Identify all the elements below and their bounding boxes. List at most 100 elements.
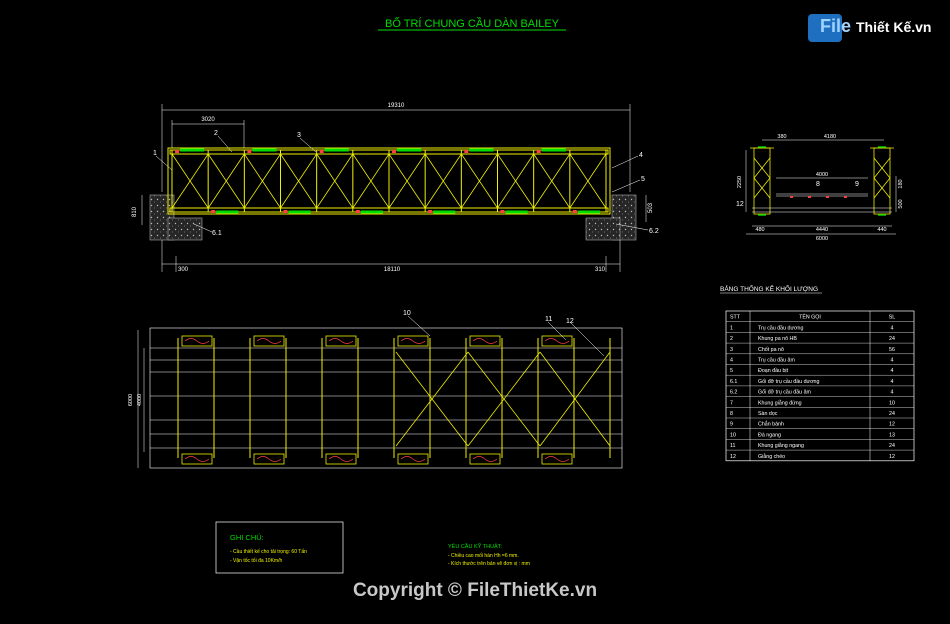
table-cell: Khung giằng đứng: [758, 399, 802, 406]
table-cell: 9: [730, 422, 733, 428]
table-cell: Chốt pa nô: [758, 347, 784, 353]
truss-diagonal: [171, 153, 191, 209]
table-cell: 1: [730, 325, 733, 331]
notes-item-2: - Vận tốc tối đa 10Km/h: [230, 558, 282, 564]
truss-diagonal: [298, 153, 317, 209]
requirements-title: YÊU CẦU KỸ THUẬT:: [448, 542, 502, 550]
section-dim-bottom-3: 440: [877, 227, 886, 233]
section-ends: [758, 146, 886, 216]
table-cell: 4: [891, 390, 894, 396]
table-header-cell: TÊN GỌI: [799, 313, 821, 321]
callout-3: 3: [297, 132, 301, 139]
callout-6-2: 6.2: [649, 228, 659, 235]
truss-posts: [171, 150, 607, 212]
plan-bracing: [395, 351, 611, 447]
table-cell: 12: [889, 454, 895, 460]
callout-5: 5: [641, 176, 645, 183]
chord-pin: [500, 210, 505, 213]
callout-2: 2: [214, 130, 218, 137]
panel-chord-highlights: [180, 148, 600, 214]
plan-cross-beams: [177, 338, 611, 458]
truss-diagonal: [551, 153, 571, 209]
table-cell: 7: [730, 400, 733, 406]
chord-pin: [211, 210, 216, 213]
table-cell: 4: [891, 368, 894, 374]
plan-truss-panel: [253, 335, 285, 347]
notes-title: GHI CHÚ:: [230, 533, 264, 542]
table-header-cell: STT: [730, 315, 741, 321]
plan-dim-width: 6000: [128, 394, 134, 406]
chord-pin: [247, 150, 252, 153]
copyright-watermark: Copyright © FileThietKe.vn: [352, 580, 598, 601]
logo-brand: File: [820, 16, 852, 36]
plan-panel-mark: [472, 456, 498, 462]
notes-item-1: - Cầu thiết kế cho tải trọng: 60 Tấn: [230, 549, 307, 555]
dim-right-end: 310: [595, 267, 606, 273]
plan-longitudinals: [150, 347, 622, 449]
plan-panel-mark: [256, 338, 282, 344]
logo-badge-icon: [808, 14, 842, 42]
plan-dim-deck: 4000: [137, 394, 143, 406]
table-cell: 24: [889, 336, 895, 342]
chord-pin: [392, 150, 396, 153]
plan-truss-panel: [469, 453, 501, 465]
cross-beam-marks: [175, 150, 577, 213]
section-dim-top-2: 4180: [824, 134, 836, 140]
drawing-title: BỐ TRÍ CHUNG CẦU DÀN BAILEY: [385, 16, 560, 30]
table-cell: 2: [730, 336, 733, 342]
table-cell: 3: [730, 347, 733, 353]
plan-truss-panel: [253, 453, 285, 465]
plan-panel-mark: [544, 456, 570, 462]
truss-diagonal: [352, 153, 372, 209]
section-dim-right-height-2: 500: [898, 199, 904, 208]
table-cell: Trụ cầu đầu âm: [758, 358, 795, 364]
table-cell: 4: [891, 325, 894, 331]
elevation-view: 19310 3020 18110 300 310 810 503 1 2 3 4…: [132, 103, 659, 273]
truss-diagonal: [478, 153, 498, 209]
table-cell: 8: [730, 411, 733, 417]
notes-frame: [215, 521, 344, 574]
section-towers: [750, 147, 894, 215]
callout-1: 1: [153, 150, 157, 157]
plan-panel-mark: [472, 338, 498, 344]
plan-panel-mark: [544, 338, 570, 344]
table-cell: Giằng chéo: [758, 453, 785, 460]
section-dimensions: [745, 139, 897, 235]
elevation-dimensions: [141, 104, 647, 272]
chord-pin: [355, 210, 360, 213]
truss-diagonal: [189, 153, 209, 209]
site-logo[interactable]: File Thiết Kế.vn: [806, 8, 936, 48]
plan-truss-panel: [181, 335, 213, 347]
plan-panel-mark: [328, 338, 354, 344]
table-cell: 4: [891, 358, 894, 364]
section-callout-12: 12: [736, 201, 744, 208]
logo-text: Thiết Kế.vn: [856, 19, 932, 35]
section-deck-marks: [790, 196, 847, 198]
table-cell: Gối đỡ trụ cầu đầu âm: [758, 390, 812, 396]
truss-diagonal: [280, 153, 300, 209]
plan-truss-panel: [325, 453, 357, 465]
notes-block: GHI CHÚ: - Cầu thiết kế cho tải trọng: 6…: [215, 521, 344, 574]
plan-truss-panels: [181, 335, 573, 465]
table-cell: 24: [889, 443, 895, 449]
table-cell: 10: [889, 400, 895, 406]
plan-truss-panel: [325, 335, 357, 347]
truss-diagonal: [207, 153, 227, 209]
section-callout-9: 9: [855, 181, 859, 188]
table-cell: 56: [889, 347, 895, 353]
plan-truss-panel: [397, 453, 429, 465]
elevation-leaders: [155, 135, 649, 233]
section-deck: [752, 193, 892, 213]
section-callout-8: 8: [816, 181, 820, 188]
chord-pin: [319, 150, 324, 153]
truss-diagonal: [261, 153, 281, 209]
plan-panel-mark: [184, 456, 210, 462]
chord-pin: [464, 150, 469, 153]
table-header-cell: SL: [889, 315, 896, 321]
truss-diagonal: [388, 153, 408, 209]
truss-diagonal: [334, 153, 354, 209]
plan-truss-panel: [181, 453, 213, 465]
table-cell: Chắn bánh: [758, 421, 784, 428]
